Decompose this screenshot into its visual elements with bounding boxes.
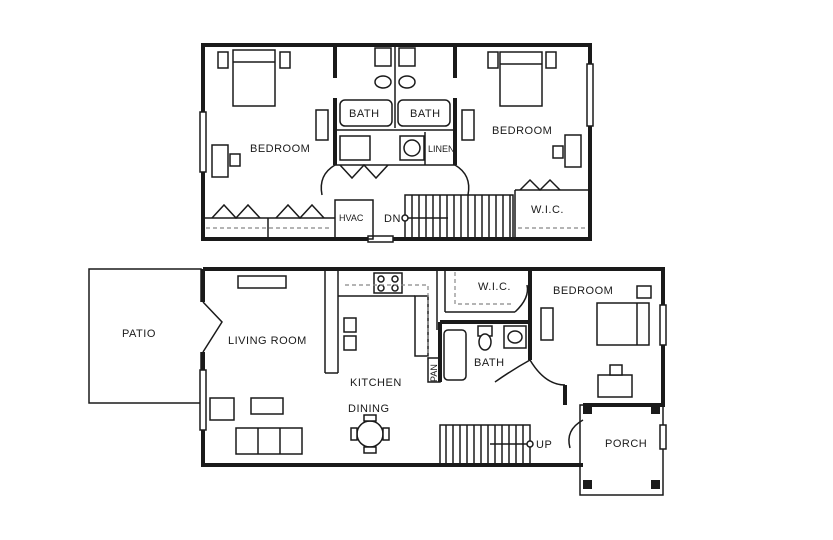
bedroom-window — [659, 304, 667, 346]
hvac-closet — [334, 199, 374, 240]
closet-door — [339, 163, 389, 180]
upper-floor: BEDROOM BATH BATH BEDROOM LINEN HVAC DN … — [199, 43, 594, 243]
stair-treads — [411, 195, 511, 239]
dining-chair — [363, 414, 377, 422]
stair-end-dot — [526, 440, 534, 448]
sink-right — [398, 75, 416, 89]
chair-lower — [609, 364, 623, 376]
lower-floor: PATIO LIVING ROOM KITCHEN PAN DINING W.I… — [88, 267, 667, 496]
bath-door — [494, 359, 531, 383]
wic-shelf — [454, 272, 512, 305]
bed-lower — [596, 302, 650, 346]
dining-chair — [382, 427, 390, 441]
bed-right — [499, 51, 543, 107]
label-wic-lower: W.I.C. — [478, 281, 511, 293]
closet-door-right — [275, 203, 325, 220]
nightstand — [545, 51, 557, 69]
desk-lower — [597, 374, 633, 398]
nightstand — [279, 51, 291, 69]
toilet-tank — [374, 47, 392, 67]
label-stairs-up: UP — [536, 439, 552, 451]
porch-post — [651, 480, 660, 489]
label-bath-left: BATH — [349, 108, 380, 120]
tv-console — [237, 275, 287, 289]
vanity — [503, 325, 527, 349]
door-swing — [454, 164, 470, 196]
dresser-lower — [540, 307, 554, 341]
stove — [373, 272, 403, 294]
porch-window — [659, 424, 667, 450]
burner — [377, 275, 385, 283]
chair-left — [229, 153, 241, 167]
bedroom-door — [529, 359, 566, 386]
coffee-table — [250, 397, 284, 415]
label-bedroom-right: BEDROOM — [492, 125, 552, 137]
porch-post — [583, 480, 592, 489]
toilet-tank — [398, 47, 416, 67]
dryer-drum — [403, 139, 421, 157]
porch — [579, 404, 664, 496]
label-linen: LINEN — [428, 144, 455, 154]
bathtub — [443, 329, 467, 381]
nightstand — [217, 51, 229, 69]
door-swing — [320, 164, 336, 196]
upper-right-window — [586, 63, 594, 127]
chair-right — [552, 145, 564, 159]
wic-door — [519, 178, 561, 192]
stairs-down — [404, 194, 514, 240]
kitchen-cabinets — [345, 284, 429, 360]
porch-post — [583, 405, 592, 414]
dining-chair — [350, 427, 358, 441]
closet-door-left — [211, 203, 261, 220]
stair-start-dot — [401, 214, 409, 222]
label-living-room: LIVING ROOM — [228, 335, 307, 347]
label-pantry: PAN — [429, 364, 439, 382]
front-door — [568, 419, 584, 449]
label-bedroom-left: BEDROOM — [250, 143, 310, 155]
dresser-left — [315, 109, 329, 141]
patio-door-gap — [199, 302, 207, 352]
stair-treads — [445, 425, 524, 465]
label-bedroom-lower: BEDROOM — [553, 285, 613, 297]
bed-left — [232, 49, 276, 107]
porch-post — [651, 405, 660, 414]
patio-door — [202, 301, 223, 353]
label-kitchen: KITCHEN — [350, 377, 402, 389]
lower-left-window — [199, 369, 207, 431]
fridge-counter — [414, 295, 429, 357]
label-wic-upper: W.I.C. — [531, 204, 564, 216]
nightstand — [636, 285, 652, 299]
wic-door — [514, 284, 529, 313]
dining-chair — [363, 446, 377, 454]
burner — [391, 275, 399, 283]
armchair — [209, 397, 235, 421]
sink-left — [374, 75, 392, 89]
sink — [343, 335, 357, 351]
dining-table — [356, 420, 384, 448]
desk-left — [211, 144, 229, 178]
label-dining: DINING — [348, 403, 390, 415]
bathtub-right — [397, 99, 451, 127]
label-hvac: HVAC — [339, 213, 364, 223]
nightstand — [487, 51, 499, 69]
washer — [339, 135, 371, 161]
toilet — [478, 333, 492, 351]
dresser-right — [461, 109, 475, 141]
label-porch: PORCH — [605, 438, 647, 450]
label-stairs-down: DN — [384, 213, 401, 225]
desk-right — [564, 134, 582, 168]
label-patio: PATIO — [122, 328, 156, 340]
label-bath-right: BATH — [410, 108, 441, 120]
upper-left-window — [199, 111, 207, 173]
bath-sink — [507, 330, 523, 344]
label-bath-lower: BATH — [474, 357, 505, 369]
sink — [343, 317, 357, 333]
bathtub-left — [339, 99, 393, 127]
sofa — [235, 427, 303, 455]
